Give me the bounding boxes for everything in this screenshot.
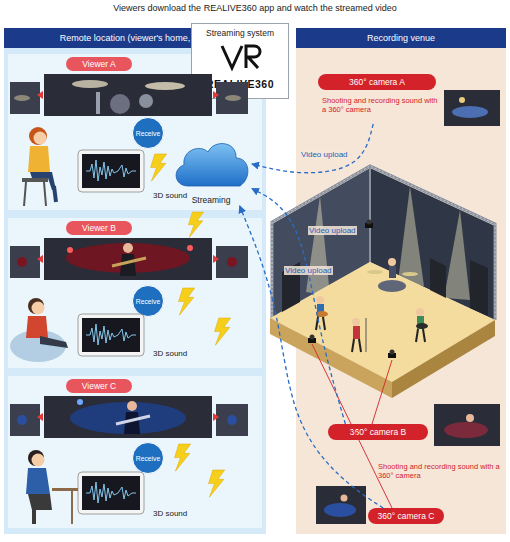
node-body: Shooting and recording sound with a 360°… <box>378 462 502 480</box>
node-heading: Recording venue <box>296 28 506 48</box>
viewer-person <box>10 298 68 362</box>
node-heading: Receive <box>136 298 161 305</box>
lightning-bolt <box>175 444 191 471</box>
node-heading: Viewer A <box>66 57 132 71</box>
node-heading: Streaming system <box>192 28 288 38</box>
venue-panel: Recording venue 360° camera A Shooting and… <box>296 28 506 534</box>
camera-callout: 360° camera C <box>368 508 444 526</box>
video-screens <box>10 74 248 116</box>
receive-circle: Receive <box>132 117 164 149</box>
lightning-bolt <box>188 212 203 238</box>
node-body: 3D sound <box>153 509 187 518</box>
streaming-cloud: Streaming <box>170 136 252 206</box>
viewer-person <box>26 450 78 524</box>
viewer-person <box>22 127 56 206</box>
cloud-shape <box>170 136 252 190</box>
lightning-bolt <box>209 470 225 497</box>
tablet-waveform <box>78 314 144 356</box>
node-heading: Receive <box>136 130 161 137</box>
location-panel: Remote location (viewer's home, etc.)Vie… <box>4 28 266 534</box>
node-body: 3D sound <box>153 349 187 358</box>
node-heading: Viewer C <box>66 379 132 393</box>
tablet-waveform <box>78 472 144 514</box>
lightning-bolt <box>215 318 231 345</box>
upload-arrow <box>240 206 384 508</box>
lightning-bolt <box>151 154 167 181</box>
leader-line <box>312 344 392 508</box>
node-heading: Viewer B <box>66 221 132 235</box>
system-box: Streaming systemREALIVE360 <box>191 23 289 99</box>
node-heading: 360° camera A <box>318 74 436 90</box>
viewer-band: Viewer B 3D sound Receive <box>8 218 262 368</box>
node-body: 3D sound <box>153 191 187 200</box>
node-heading: 360° camera C <box>368 508 444 524</box>
lightning-bolt <box>179 288 195 315</box>
guitar-video <box>17 243 237 276</box>
camera-callout: 360° camera A Shooting and recording soun… <box>318 74 502 124</box>
diagram-title: Viewers download the REALIVE360 app and … <box>0 3 510 13</box>
receive-circle: Receive <box>132 442 164 474</box>
upload-arrow <box>252 189 345 425</box>
node-heading: Receive <box>136 455 161 462</box>
tablet-waveform <box>78 150 144 192</box>
node-heading: 360° camera B <box>328 424 428 440</box>
node-heading: Streaming <box>170 195 252 205</box>
upload-arrow <box>252 124 373 173</box>
video-screens <box>10 396 248 438</box>
camera-callout: 360° camera B Shooting and recording soun… <box>328 424 502 482</box>
logo-mark <box>222 46 260 68</box>
stage-illustration <box>270 166 495 398</box>
cloud-outline <box>176 144 248 186</box>
node-body: Shooting and recording sound with a 360°… <box>322 96 440 114</box>
camera-thumbnail <box>316 90 500 524</box>
singer-video <box>17 399 237 434</box>
receive-circle: Receive <box>132 285 164 317</box>
viewer-band: Viewer C 3D sound Receive <box>8 376 262 528</box>
drum-video <box>14 80 241 114</box>
video-screens <box>10 238 248 280</box>
node-body: REALIVE360 <box>192 78 288 90</box>
